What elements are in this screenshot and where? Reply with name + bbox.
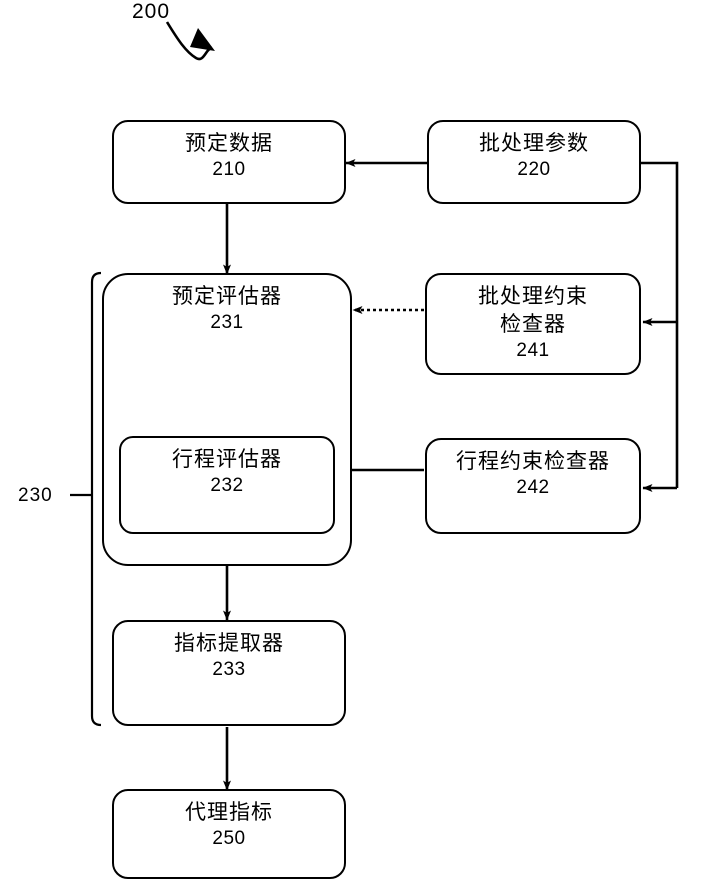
node-metric-extractor-ref: 233 — [212, 659, 246, 680]
node-proxy-metric[interactable]: 代理指标 250 — [112, 789, 346, 879]
node-trip-constraint-checker-ref: 242 — [516, 477, 550, 498]
node-batch-parameters-label: 批处理参数 — [479, 132, 589, 155]
node-metric-extractor-label: 指标提取器 — [174, 632, 284, 655]
node-reservation-data-label: 预定数据 — [185, 132, 273, 155]
node-reservation-data-ref: 210 — [212, 159, 246, 180]
node-trip-evaluator-label: 行程评估器 — [172, 448, 282, 471]
node-reservation-evaluator-label: 预定评估器 — [172, 285, 282, 308]
node-reservation-evaluator-ref: 231 — [210, 312, 244, 333]
group-bracket-230 — [70, 271, 102, 727]
node-trip-evaluator-ref: 232 — [210, 475, 244, 496]
node-trip-evaluator[interactable]: 行程评估器 232 — [119, 436, 335, 534]
node-batch-constraint-checker[interactable]: 批处理约束 检查器 241 — [425, 273, 641, 375]
node-metric-extractor[interactable]: 指标提取器 233 — [112, 620, 346, 726]
node-trip-constraint-checker[interactable]: 行程约束检查器 242 — [425, 438, 641, 534]
group-label-230: 230 — [18, 485, 53, 506]
connector-batch-params-bus — [641, 161, 679, 492]
node-reservation-data[interactable]: 预定数据 210 — [112, 120, 346, 204]
node-batch-parameters-ref: 220 — [517, 159, 551, 180]
figure-leader-arrow — [165, 21, 215, 61]
node-batch-constraint-checker-ref: 241 — [516, 340, 550, 361]
node-batch-constraint-checker-label: 批处理约束 检查器 — [478, 285, 588, 336]
figure-number: 200 — [132, 0, 171, 23]
node-batch-parameters[interactable]: 批处理参数 220 — [427, 120, 641, 204]
node-proxy-metric-ref: 250 — [212, 828, 246, 849]
node-proxy-metric-label: 代理指标 — [185, 801, 273, 824]
node-trip-constraint-checker-label: 行程约束检查器 — [456, 450, 610, 473]
